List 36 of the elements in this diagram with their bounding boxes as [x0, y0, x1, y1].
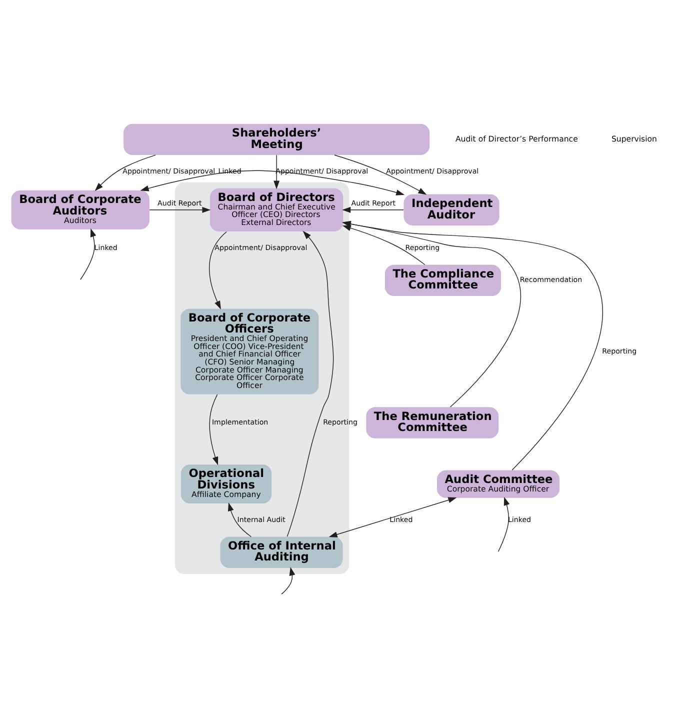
- node-box: Shareholders’ Meeting: [124, 124, 430, 155]
- edge-label: Implementation: [212, 418, 268, 427]
- arrow: [342, 206, 404, 213]
- edge-label: Audit Report: [351, 198, 396, 208]
- arrow: [94, 154, 156, 192]
- arrow: [286, 230, 334, 537]
- arrow: [328, 497, 457, 538]
- arrow: [209, 394, 218, 466]
- arrow: [228, 502, 252, 538]
- arrow: [140, 170, 405, 196]
- edge-label: Linked: [508, 514, 532, 524]
- edge-label: Internal Audit: [237, 514, 286, 524]
- arrow: [149, 206, 211, 213]
- node-box: The Compliance Committee: [384, 264, 502, 296]
- node-box: The Remuneration Committee: [366, 407, 499, 438]
- edge-label: Recommendation: [520, 275, 582, 284]
- arrow: [342, 221, 603, 470]
- edge-label: Reporting: [602, 346, 637, 356]
- arrow: [334, 154, 427, 195]
- node-box: Office of Internal Auditing: [220, 536, 343, 568]
- arrow: [281, 567, 296, 594]
- edge-label: Reporting: [405, 242, 440, 252]
- edge-label: Appointment/ Disapproval: [214, 242, 308, 252]
- edge-label: Appointment/ Disapproval: [122, 166, 216, 176]
- arrow: [209, 231, 227, 310]
- edge-label: Appointment/ Disapproval: [386, 166, 479, 176]
- arrow: [498, 496, 510, 552]
- edge-label: Linked: [94, 242, 118, 252]
- arrow: [274, 154, 280, 190]
- node-box: Independent Auditor: [404, 194, 500, 226]
- arrow: [342, 225, 426, 265]
- edge-label: Audit Report: [158, 198, 202, 208]
- arrow: [342, 220, 521, 408]
- edge-label: Reporting: [323, 418, 358, 427]
- edge-label: Linked: [390, 514, 413, 524]
- arrow: [80, 228, 96, 280]
